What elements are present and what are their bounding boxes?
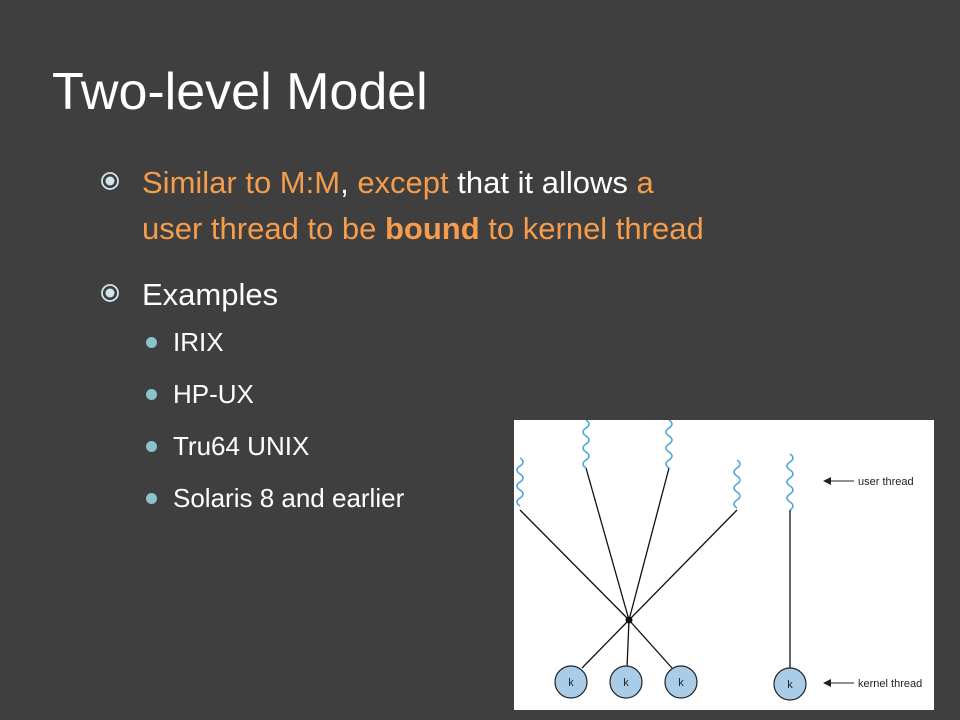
dot-bullet-icon: [146, 336, 157, 348]
kernel-thread-node: [609, 665, 643, 699]
kernel-node-label: k: [623, 677, 629, 689]
slide-title: Two-level Model: [52, 63, 428, 121]
kernel-thread-node: [554, 665, 588, 699]
list-item: HP-UX: [146, 378, 720, 410]
list-item: Tru64 UNIX: [146, 430, 720, 462]
user-thread-icon: [733, 459, 741, 509]
kernel-node-label: k: [678, 677, 684, 689]
list-item: IRIX: [146, 326, 720, 358]
user-thread-label: user thread: [858, 476, 914, 488]
kernel-thread-node: [664, 665, 698, 699]
edge-line: [626, 619, 630, 669]
junction-dot: [625, 616, 633, 624]
user-thread-icon: [582, 420, 590, 469]
circle-bullet-icon: [100, 272, 142, 303]
edge-line: [628, 619, 673, 669]
dot-bullet-icon: [146, 492, 157, 504]
bullet-similar: Similar to M:M, except that it allows a …: [100, 160, 720, 252]
kernel-node-label: k: [787, 679, 793, 691]
bullet-list: Similar to M:M, except that it allows a …: [100, 160, 720, 534]
list-item: Solaris 8 and earlier: [146, 482, 720, 514]
user-thread-icon: [786, 453, 794, 511]
kernel-thread-label: kernel thread: [858, 678, 922, 690]
edge-line: [628, 467, 670, 621]
user-thread-icon: [516, 457, 524, 507]
edge-line: [581, 619, 630, 669]
dot-bullet-icon: [146, 440, 157, 452]
kernel-thread-node: [773, 667, 807, 701]
edge-line: [628, 509, 738, 621]
dot-bullet-icon: [146, 388, 157, 400]
bullet-examples: Examples: [100, 272, 720, 318]
user-thread-icon: [665, 420, 673, 469]
bullet-similar-text: Similar to M:M, except that it allows a …: [142, 165, 704, 246]
two-level-model-diagram: k k k k user thread kernel thread: [514, 420, 934, 710]
diagram-svg: k k k k user thread kernel thread: [516, 420, 922, 701]
edge-line: [585, 467, 630, 621]
edge-line: [519, 509, 630, 621]
kernel-node-label: k: [568, 677, 574, 689]
examples-list: IRIX HP-UX Tru64 UNIX Solaris 8 and earl…: [146, 326, 720, 514]
circle-bullet-icon: [100, 160, 142, 191]
bullet-examples-label: Examples: [142, 277, 279, 312]
